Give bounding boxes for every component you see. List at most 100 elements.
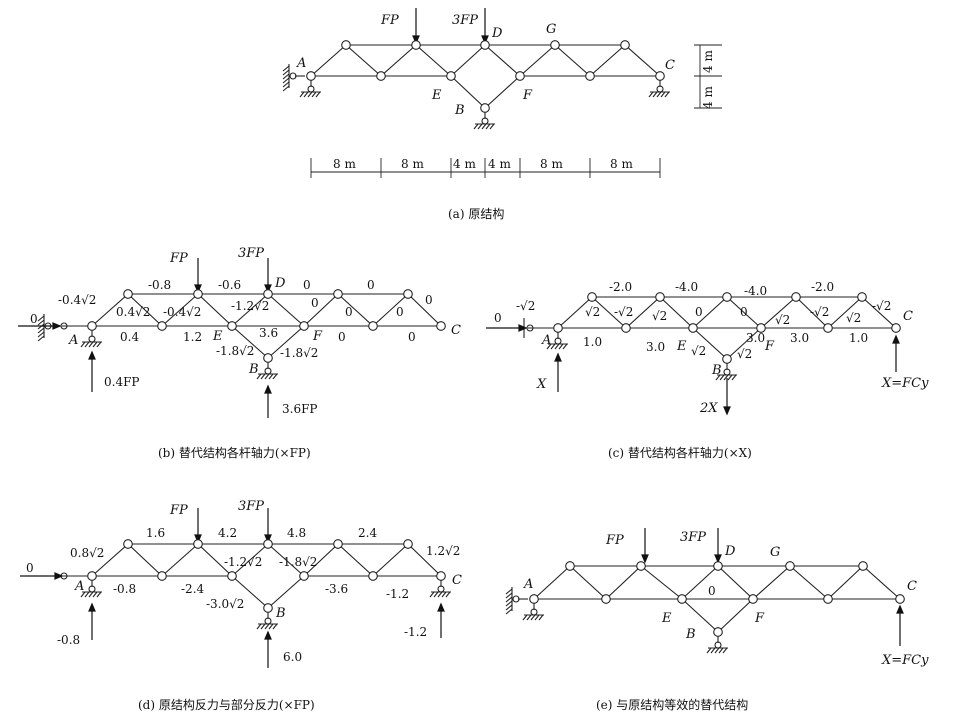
e-node-e: E xyxy=(661,611,672,626)
ground-hatch xyxy=(84,591,90,598)
ground-hatch xyxy=(433,591,439,598)
c-force-16: 3.0 xyxy=(646,340,665,354)
a-node-c: C xyxy=(665,58,675,73)
truss-member xyxy=(310,44,347,77)
truss-member xyxy=(752,565,791,600)
truss-node xyxy=(263,353,273,363)
truss-node xyxy=(227,571,237,581)
ground-hatch xyxy=(88,591,94,598)
truss-node xyxy=(791,292,801,302)
c-force-19: 1.0 xyxy=(849,331,868,345)
c-node-b: B xyxy=(711,363,722,378)
d-force-12: -3.6 xyxy=(325,582,348,596)
truss-member xyxy=(605,565,642,600)
truss-member xyxy=(484,44,521,77)
b-node-d: D xyxy=(274,276,286,291)
wall-hatch xyxy=(282,69,290,76)
ground-hatch xyxy=(562,343,568,350)
truss-node xyxy=(895,594,905,604)
c-force-17: 3.0 xyxy=(746,331,765,345)
ground-hatch xyxy=(719,374,725,381)
arrow-head xyxy=(264,534,272,544)
b-node-c: C xyxy=(451,323,461,338)
caption-c: (c) 替代结构各杆轴力(×X) xyxy=(608,445,752,460)
arrow-head xyxy=(481,35,489,45)
wall-hatch xyxy=(505,588,513,595)
truss-member xyxy=(519,44,556,77)
arrow-head xyxy=(52,322,62,330)
truss-member xyxy=(692,296,728,329)
ground-hatch xyxy=(558,343,564,350)
arrow-head xyxy=(518,324,528,332)
wall-hatch xyxy=(37,335,45,342)
truss-node xyxy=(529,594,539,604)
a-load-3fp: 3FP xyxy=(452,13,478,28)
ground-hatch xyxy=(718,647,724,654)
ground-hatch xyxy=(299,91,305,98)
truss-node xyxy=(263,539,273,549)
truss-member xyxy=(161,293,199,327)
truss-member xyxy=(231,543,269,577)
a-dim-5: 8 m xyxy=(540,157,563,171)
dimension-lines xyxy=(310,44,722,178)
truss-node xyxy=(550,40,560,50)
ground-hatch xyxy=(96,591,102,598)
b-node-e: E xyxy=(212,329,223,344)
truss-node xyxy=(655,71,665,81)
d-force-11: -3.0√2 xyxy=(206,597,244,611)
truss-node xyxy=(263,603,273,613)
truss-node xyxy=(857,292,867,302)
e-node-d: D xyxy=(724,544,736,559)
ground-hatch xyxy=(429,591,435,598)
truss-member xyxy=(231,575,269,609)
c-force-6: -√2 xyxy=(872,299,891,313)
truss-node xyxy=(193,539,203,549)
arrow-head xyxy=(194,534,202,544)
c-force-8: -√2 xyxy=(614,305,633,319)
caption-a: (a) 原结构 xyxy=(448,206,504,221)
ground-hatch xyxy=(538,614,544,621)
b-reaction-b: 3.6FP xyxy=(282,402,317,416)
ground-hatch xyxy=(256,373,262,380)
b-force-2: -0.8 xyxy=(148,278,171,292)
d-node-c: C xyxy=(452,573,462,588)
c-force-14: √2 xyxy=(846,311,861,325)
a-node-g: G xyxy=(546,22,556,37)
truss-member xyxy=(231,325,269,359)
supports xyxy=(37,64,737,654)
truss-member xyxy=(692,327,728,360)
ground-hatch xyxy=(260,623,266,630)
truss-node xyxy=(368,571,378,581)
b-load-3fp: 3FP xyxy=(238,246,264,261)
truss-member xyxy=(197,293,233,327)
ground-hatch xyxy=(437,591,443,598)
wall-hatch xyxy=(282,73,290,80)
b-force-14: 1.2 xyxy=(183,330,202,344)
e-node-b: B xyxy=(685,627,696,642)
c-reaction-a: X xyxy=(536,377,547,392)
truss-node xyxy=(748,594,758,604)
d-reaction-b: 6.0 xyxy=(283,650,302,664)
b-force-1: -0.4√2 xyxy=(58,293,96,307)
a-dim-4: 4 m xyxy=(488,157,511,171)
c-force-15: 1.0 xyxy=(583,335,602,349)
ground-hatch xyxy=(723,374,729,381)
c-node-c: C xyxy=(903,309,913,324)
ground-hatch xyxy=(710,647,716,654)
truss-member xyxy=(861,296,897,329)
truss-node xyxy=(157,321,167,331)
b-reaction-h: 0 xyxy=(30,312,38,326)
truss-node xyxy=(621,323,631,333)
c-node-a: A xyxy=(541,333,551,348)
b-force-6: 0.4√2 xyxy=(116,305,150,319)
truss-member xyxy=(625,296,661,329)
a-dim-3: 4 m xyxy=(453,157,476,171)
ground-hatch xyxy=(441,591,447,598)
ground-hatch xyxy=(264,623,270,630)
truss-member xyxy=(345,44,382,77)
truss-member xyxy=(267,325,305,359)
arrow-head xyxy=(892,334,900,344)
ground-hatch xyxy=(315,91,321,98)
ground-hatch xyxy=(656,91,662,98)
